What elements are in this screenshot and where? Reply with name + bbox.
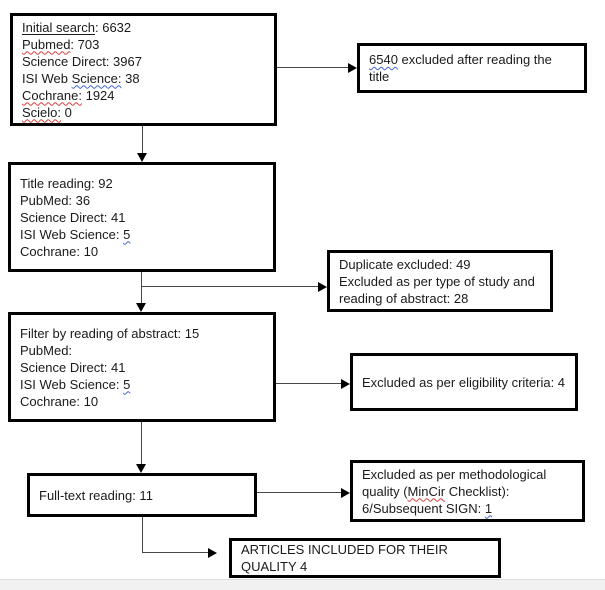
text-segment: Pubmed (22, 36, 71, 52)
excluded-after-title-box: 6540 excluded after reading the title (357, 43, 587, 93)
connector-line (257, 492, 341, 493)
text-segment: ARTICLES INCLUDED FOR THEIR QUALITY 4 (241, 542, 448, 574)
box-text-line: Cochrane: 10 (20, 243, 264, 260)
text-segment: 6540 (369, 52, 398, 67)
text-segment: ISI Web Science: (20, 226, 124, 242)
box-text-line: ISI Web Science: 5 (20, 376, 264, 393)
text-segment: excluded after reading the title (369, 52, 552, 84)
connector-line (276, 383, 341, 384)
excluded-quality-box: Excluded as per methodological quality (… (350, 460, 585, 522)
box-text-line: Excluded as per type of study and readin… (339, 273, 541, 307)
text-segment: 1924 (81, 87, 115, 103)
text-segment: Duplicate excluded: 49 (339, 256, 471, 272)
box-text-line: ARTICLES INCLUDED FOR THEIR QUALITY 4 (241, 541, 489, 575)
box-text-line: PubMed: (20, 342, 264, 359)
text-segment: 1 (484, 500, 493, 516)
text-segment: Excluded as per methodological quality ( (362, 466, 547, 499)
connector-line (141, 286, 318, 287)
text-segment: Cochrane: (22, 87, 82, 103)
text-segment: MinCir (407, 483, 446, 499)
text-segment: PubMed: 36 (20, 192, 91, 208)
arrowhead-down-icon (136, 464, 146, 473)
box-text-line: 6540 excluded after reading the title (369, 51, 575, 85)
connector-line (142, 552, 208, 553)
text-segment: Excluded as per eligibility criteria: 4 (362, 374, 566, 390)
text-segment: ISI Web (22, 70, 72, 86)
arrowhead-down-icon (137, 153, 147, 162)
articles-included-box: ARTICLES INCLUDED FOR THEIR QUALITY 4 (229, 538, 501, 578)
arrowhead-right-icon (341, 488, 350, 498)
text-segment: Title reading: 92 (20, 175, 113, 191)
text-segment: Cochrane: 10 (20, 243, 99, 259)
box-text-line: Excluded as per methodological quality (… (362, 466, 573, 517)
box-text-line: Title reading: 92 (20, 175, 264, 192)
text-segment: : 6632 (94, 19, 132, 35)
text-segment: Excluded as per type of study and readin… (339, 273, 535, 306)
box-text-line: Pubmed: 703 (22, 36, 265, 53)
box-text-line: Scielo: 0 (22, 104, 265, 121)
text-segment: 0 (61, 104, 72, 120)
arrowhead-right-icon (341, 379, 350, 389)
box-text-line: Science Direct: 41 (20, 209, 264, 226)
connector-line (142, 517, 143, 553)
text-segment: Full-text reading: 11 (39, 487, 153, 503)
text-segment: 38 (121, 70, 140, 86)
text-segment: PubMed: (20, 342, 73, 358)
arrowhead-right-icon (318, 282, 327, 292)
text-segment: Scielo: (22, 104, 62, 120)
text-segment: 5 (123, 226, 131, 242)
text-segment: : 703 (70, 36, 100, 52)
text-segment: Science Direct: 41 (20, 209, 126, 225)
arrowhead-right-icon (348, 63, 357, 73)
box-text-line: Science Direct: 3967 (22, 53, 265, 70)
box-text-line: Initial search: 6632 (22, 19, 265, 36)
text-segment: ISI Web Science: (20, 376, 124, 392)
box-text-line: Excluded as per eligibility criteria: 4 (362, 374, 566, 391)
arrowhead-down-icon (136, 303, 146, 312)
connector-line (141, 422, 142, 464)
text-segment: Science Direct: 3967 (22, 53, 142, 69)
connector-line (142, 126, 143, 153)
box-text-line: Duplicate excluded: 49 (339, 256, 541, 273)
text-segment: 5 (123, 376, 131, 392)
box-text-line: ISI Web Science: 5 (20, 226, 264, 243)
text-segment: Science Direct: 41 (20, 359, 126, 375)
text-segment: Initial search (22, 19, 95, 35)
text-segment: Cochrane: 10 (20, 393, 99, 409)
excluded-eligibility-box: Excluded as per eligibility criteria: 4 (350, 353, 578, 411)
box-text-line: Cochrane: 1924 (22, 87, 265, 104)
connector-line (277, 67, 348, 68)
box-text-line: Full-text reading: 11 (39, 487, 245, 504)
box-text-line: Filter by reading of abstract: 15 (20, 325, 264, 342)
box-text-line: Cochrane: 10 (20, 393, 264, 410)
box-text-line: PubMed: 36 (20, 192, 264, 209)
connector-line (141, 272, 142, 303)
bottom-gray-strip (0, 579, 605, 590)
fulltext-reading-box: Full-text reading: 11 (27, 473, 257, 517)
box-text-line: Science Direct: 41 (20, 359, 264, 376)
box-text-line: ISI Web Science: 38 (22, 70, 265, 87)
text-segment: Checklist): 6/Subsequent SIGN: (362, 483, 510, 516)
text-segment: Filter by reading of abstract: 15 (20, 325, 200, 341)
arrowhead-right-icon (208, 548, 217, 558)
text-segment: Science: (71, 70, 122, 86)
